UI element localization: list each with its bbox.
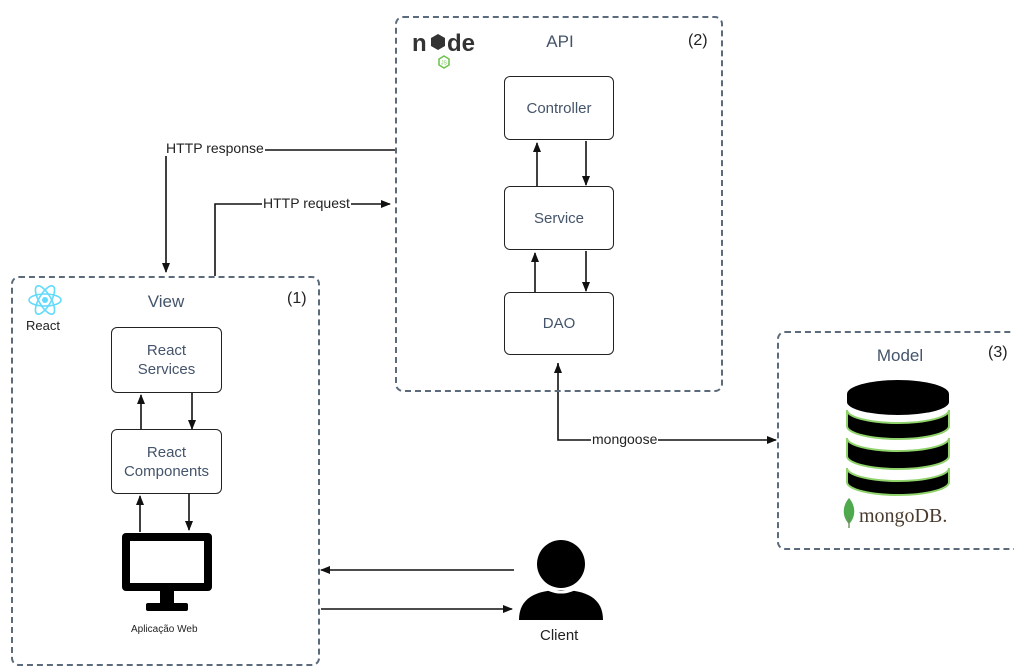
api-title: API	[546, 32, 574, 51]
mongodb-wordmark: mongoDB.	[859, 505, 948, 527]
svg-text:JS: JS	[441, 61, 448, 67]
react-components-node[interactable]: React Components	[111, 429, 222, 494]
mongoose-edge	[557, 363, 777, 444]
nodejs-wordmark: n	[412, 30, 427, 57]
http-response-edge	[162, 149, 396, 273]
user-icon	[516, 538, 606, 622]
controller-node[interactable]: Controller	[504, 76, 614, 140]
database-icon	[843, 376, 953, 498]
mongodb-leaf-icon	[841, 497, 857, 529]
service-node[interactable]: Service	[504, 186, 614, 250]
react-logo-caption: React	[25, 318, 61, 334]
dao-node[interactable]: DAO	[504, 292, 614, 355]
view-title: View	[147, 292, 185, 311]
api-group	[395, 16, 723, 392]
http-request-edge	[214, 200, 391, 276]
mongoose-label: mongoose	[591, 431, 659, 447]
svg-text:de: de	[447, 30, 475, 57]
model-group	[777, 331, 1014, 550]
http-request-label: HTTP request	[262, 195, 351, 211]
api-number: (2)	[688, 32, 708, 49]
monitor-icon	[120, 531, 214, 613]
http-response-label: HTTP response	[165, 140, 265, 156]
model-title: Model	[876, 346, 924, 365]
react-services-node[interactable]: React Services	[111, 327, 222, 393]
nodejs-logo-icon: n de JS	[410, 26, 480, 70]
react-logo-icon	[27, 284, 63, 316]
web-app-label: Aplicação Web	[131, 624, 198, 635]
model-number: (3)	[988, 344, 1008, 361]
view-number: (1)	[287, 290, 307, 307]
client-label: Client	[539, 627, 580, 644]
